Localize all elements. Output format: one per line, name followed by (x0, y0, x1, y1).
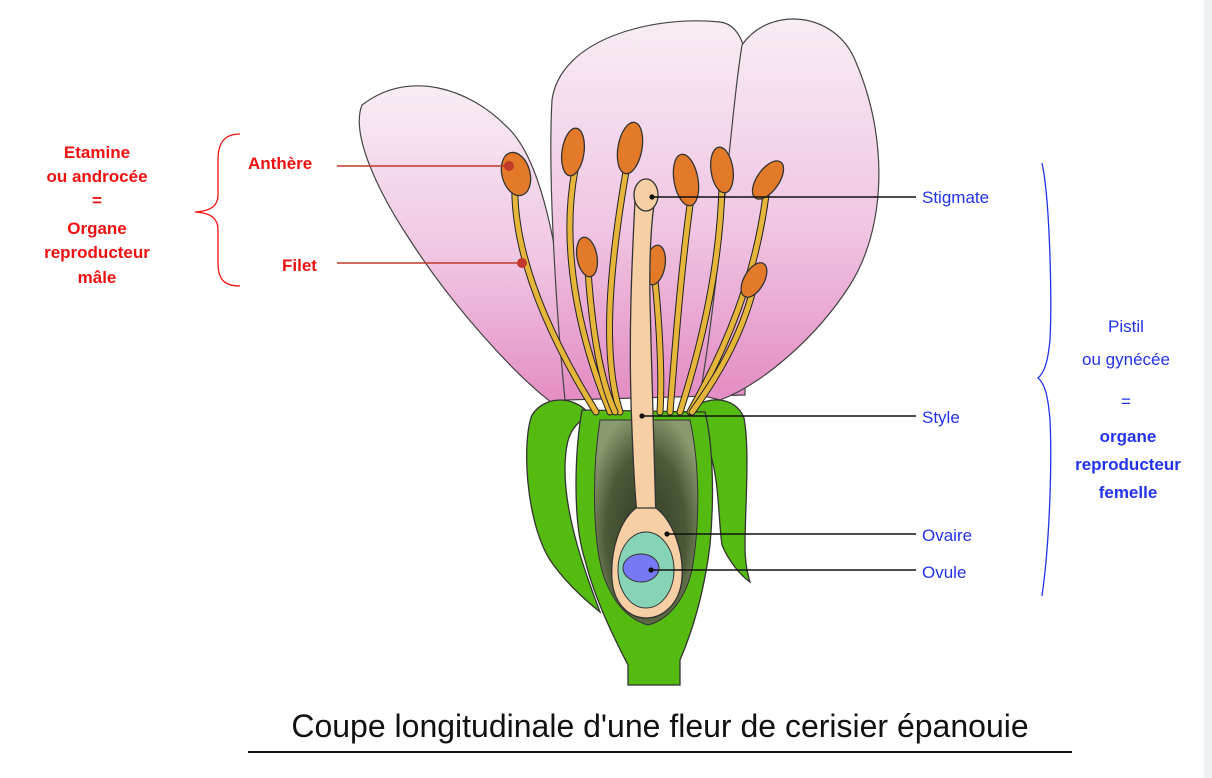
ovule-label: Ovule (922, 563, 966, 582)
male-brace (195, 134, 240, 286)
ovaire-marker (664, 531, 669, 536)
petal-left (359, 86, 575, 405)
filet-label: Filet (282, 256, 317, 275)
stigmate-label: Stigmate (922, 188, 989, 207)
male-group-line: Etamine (64, 143, 130, 162)
female-group-label: Pistil ou gynécée = organe reproducteur … (1075, 317, 1181, 502)
female-group-line: = (1121, 392, 1131, 411)
male-group-line: ou androcée (46, 167, 147, 186)
female-group-bold-line: organe (1100, 427, 1157, 446)
female-group-line: ou gynécée (1082, 350, 1170, 369)
anthere-label: Anthère (248, 154, 312, 173)
male-group-line: reproducteur (44, 243, 150, 262)
female-brace (1038, 163, 1051, 596)
style-label: Style (922, 408, 960, 427)
male-group-line: Organe (67, 219, 127, 238)
male-group-line: mâle (78, 268, 117, 287)
female-group-bold-line: femelle (1099, 483, 1158, 502)
male-group-label: Etamine ou androcée = Organe reproducteu… (44, 143, 150, 287)
diagram-caption: Coupe longitudinale d'une fleur de ceris… (291, 708, 1028, 744)
stigma (634, 179, 658, 211)
ovule-marker (648, 567, 653, 572)
female-group-line: Pistil (1108, 317, 1144, 336)
male-group-line: = (92, 191, 102, 210)
ovule (623, 554, 659, 582)
female-group-bold-line: reproducteur (1075, 455, 1181, 474)
ovaire-label: Ovaire (922, 526, 972, 545)
page-edge (1204, 0, 1212, 778)
style-marker (639, 413, 644, 418)
stigmate-marker (649, 194, 654, 199)
